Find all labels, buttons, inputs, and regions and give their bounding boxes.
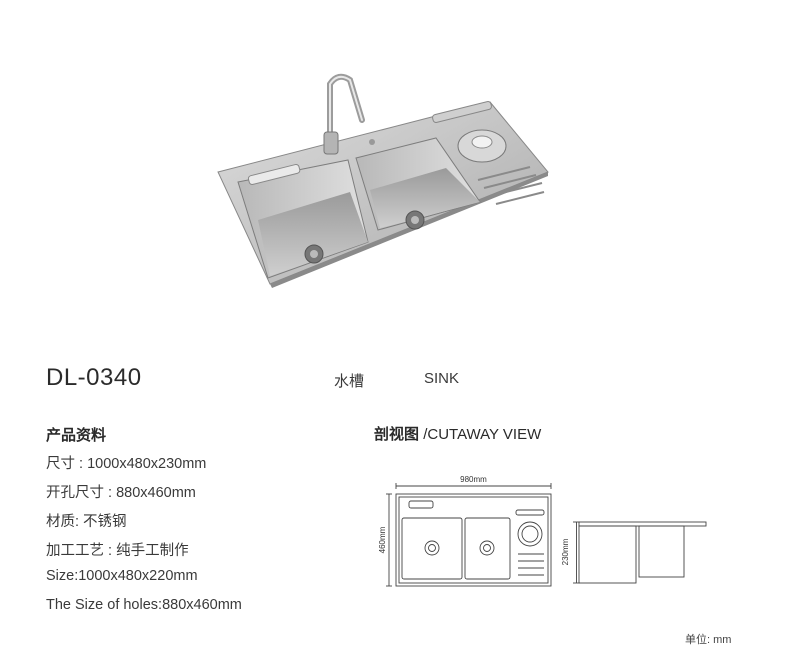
right-bowl-floor bbox=[370, 168, 480, 228]
product-name-en: SINK bbox=[424, 370, 460, 387]
left-drain-icon bbox=[424, 540, 440, 556]
cutaway-drawing: 980mm 460mm 230mm bbox=[378, 475, 707, 587]
sink-photo bbox=[217, 73, 549, 288]
dim-height: 230mm bbox=[561, 538, 570, 565]
spec-line-size-cn: 尺寸 : 1000x480x230mm bbox=[46, 456, 207, 472]
dim-width: 980mm bbox=[460, 475, 487, 484]
dim-depth: 460mm bbox=[378, 526, 387, 553]
cutaway-title-en: /CUTAWAY VIEW bbox=[423, 426, 542, 443]
spec-line-hole-en: The Size of holes:880x460mm bbox=[46, 597, 242, 613]
side-section-view bbox=[573, 521, 707, 584]
right-drain-icon bbox=[479, 540, 495, 556]
cutaway-title: 剖视图 /CUTAWAY VIEW bbox=[374, 423, 541, 444]
spec-line-material: 材质: 不锈钢 bbox=[46, 514, 127, 530]
spec-line-hole-cn: 开孔尺寸 : 880x460mm bbox=[46, 485, 196, 501]
bin-lid-icon bbox=[517, 521, 543, 547]
model-number: DL-0340 bbox=[46, 364, 142, 391]
spec-title: 产品资料 bbox=[46, 427, 107, 444]
drainboard-grooves bbox=[477, 166, 545, 205]
cutaway-title-cn: 剖视图 bbox=[374, 426, 420, 443]
right-bowl-outline bbox=[464, 517, 511, 580]
spec-line-process: 加工工艺 : 纯手工制作 bbox=[46, 543, 189, 559]
product-name-cn: 水槽 bbox=[334, 373, 365, 390]
left-bowl-outline bbox=[401, 517, 463, 580]
unit-label: 单位: mm bbox=[685, 634, 732, 646]
left-bowl-floor bbox=[258, 192, 368, 276]
spec-line-size-en: Size:1000x480x220mm bbox=[46, 568, 198, 584]
utensil-rack bbox=[247, 163, 301, 186]
top-view bbox=[386, 483, 552, 587]
